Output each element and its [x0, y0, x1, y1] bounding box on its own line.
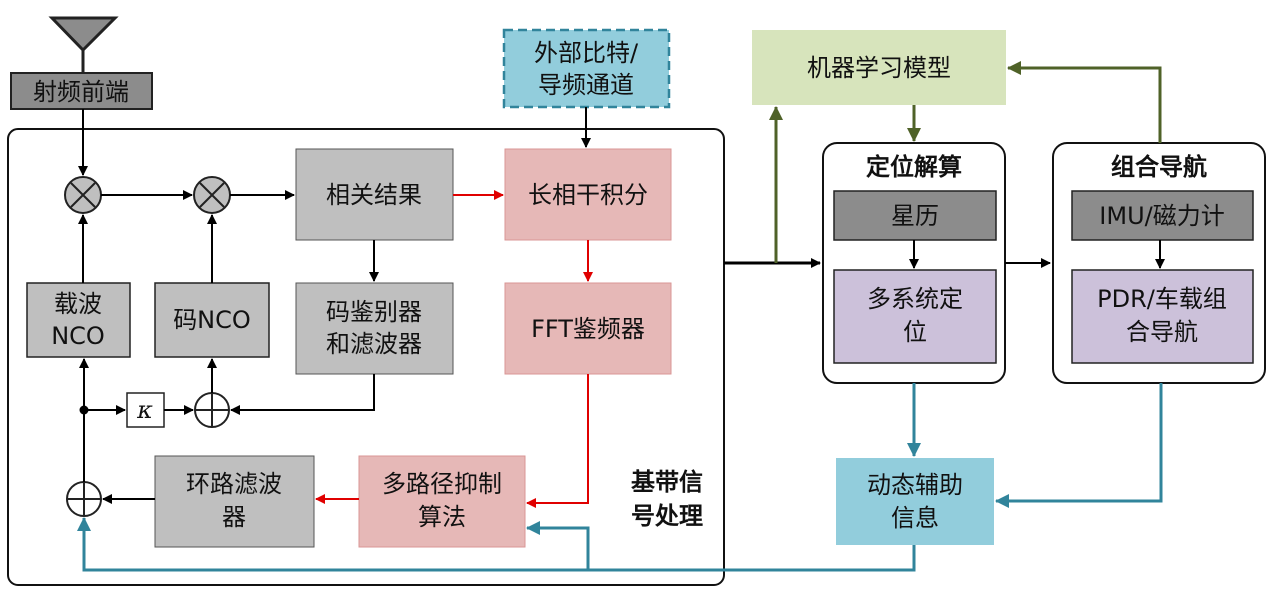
black-connectors [78, 107, 1165, 504]
green-connectors [769, 61, 1162, 263]
sum-junction-2-icon [66, 481, 102, 517]
multipath-label-line1: 多路径抑制 [382, 470, 502, 498]
multipath-mitigation-block: 多路径抑制 算法 [358, 455, 526, 548]
loop-filter-label-line1: 环路滤波 [186, 470, 282, 498]
code-nco-block: 码NCO [154, 282, 270, 358]
code-discriminator-block: 码鉴别器 和滤波器 [295, 282, 454, 375]
teal-connectors [77, 383, 1163, 572]
carrier-nco-label-line1: 载波 [54, 290, 102, 318]
correlation-result-block: 相关结果 [295, 148, 454, 241]
positioning-title: 定位解算 [866, 153, 962, 181]
pdr-vehicle-nav-block: PDR/车载组 合导航 [1071, 269, 1254, 364]
dynamic-aiding-block: 动态辅助 信息 [836, 458, 994, 545]
baseband-processing-container [7, 128, 725, 586]
code-discriminator-label-line2: 和滤波器 [326, 330, 422, 358]
carrier-nco-block: 载波 NCO [26, 282, 131, 358]
kappa-label: κ [136, 396, 153, 424]
ml-model-label: 机器学习模型 [807, 54, 951, 82]
code-discriminator-label-line1: 码鉴别器 [326, 298, 422, 326]
ephemeris-label: 星历 [891, 202, 939, 230]
fft-discriminator-block: FFT鉴频器 [504, 282, 672, 375]
junction-dot [79, 405, 89, 415]
carrier-nco-label-line2: NCO [51, 322, 105, 350]
external-bit-label-line2: 导频通道 [538, 71, 634, 99]
multipath-label-line2: 算法 [418, 503, 466, 531]
mixer-1-icon [64, 176, 102, 214]
code-nco-label: 码NCO [173, 306, 251, 334]
pdr-label-line2: 合导航 [1126, 318, 1198, 346]
antenna-icon [48, 16, 119, 72]
loop-filter-label-line2: 器 [222, 503, 246, 531]
loop-filter-block: 环路滤波 器 [154, 455, 315, 548]
ml-model-block: 机器学习模型 [752, 30, 1006, 105]
dynamic-aid-label-line1: 动态辅助 [867, 471, 963, 499]
correlation-result-label: 相关结果 [326, 181, 422, 209]
mixer-2-icon [193, 176, 231, 214]
multi-gnss-positioning-block: 多系统定 位 [833, 269, 997, 364]
external-bit-pilot-block: 外部比特/ 导频通道 [502, 28, 671, 109]
external-bit-label-line1: 外部比特/ [534, 39, 639, 67]
integrated-nav-title: 组合导航 [1111, 153, 1207, 181]
ephemeris-block: 星历 [833, 190, 997, 241]
rf-front-end-block: 射频前端 [10, 72, 153, 110]
baseband-label-line2: 号处理 [631, 502, 703, 530]
multi-gnss-label-line2: 位 [903, 318, 927, 346]
dynamic-aid-label-line2: 信息 [891, 504, 939, 532]
fft-discriminator-label: FFT鉴频器 [531, 315, 645, 343]
pdr-label-line1: PDR/车载组 [1097, 285, 1227, 313]
long-coherent-integration-block: 长相干积分 [504, 148, 672, 241]
multi-gnss-label-line1: 多系统定 [867, 285, 963, 313]
imu-label: IMU/磁力计 [1099, 202, 1224, 230]
sum-junction-1-icon [194, 392, 230, 428]
baseband-label-line1: 基带信 [631, 468, 703, 496]
rf-front-end-label: 射频前端 [33, 78, 129, 106]
red-connectors [315, 190, 593, 508]
long-coherent-integration-label: 长相干积分 [528, 181, 648, 209]
imu-magnetometer-block: IMU/磁力计 [1071, 190, 1254, 241]
kappa-gain-block: κ [126, 392, 165, 428]
